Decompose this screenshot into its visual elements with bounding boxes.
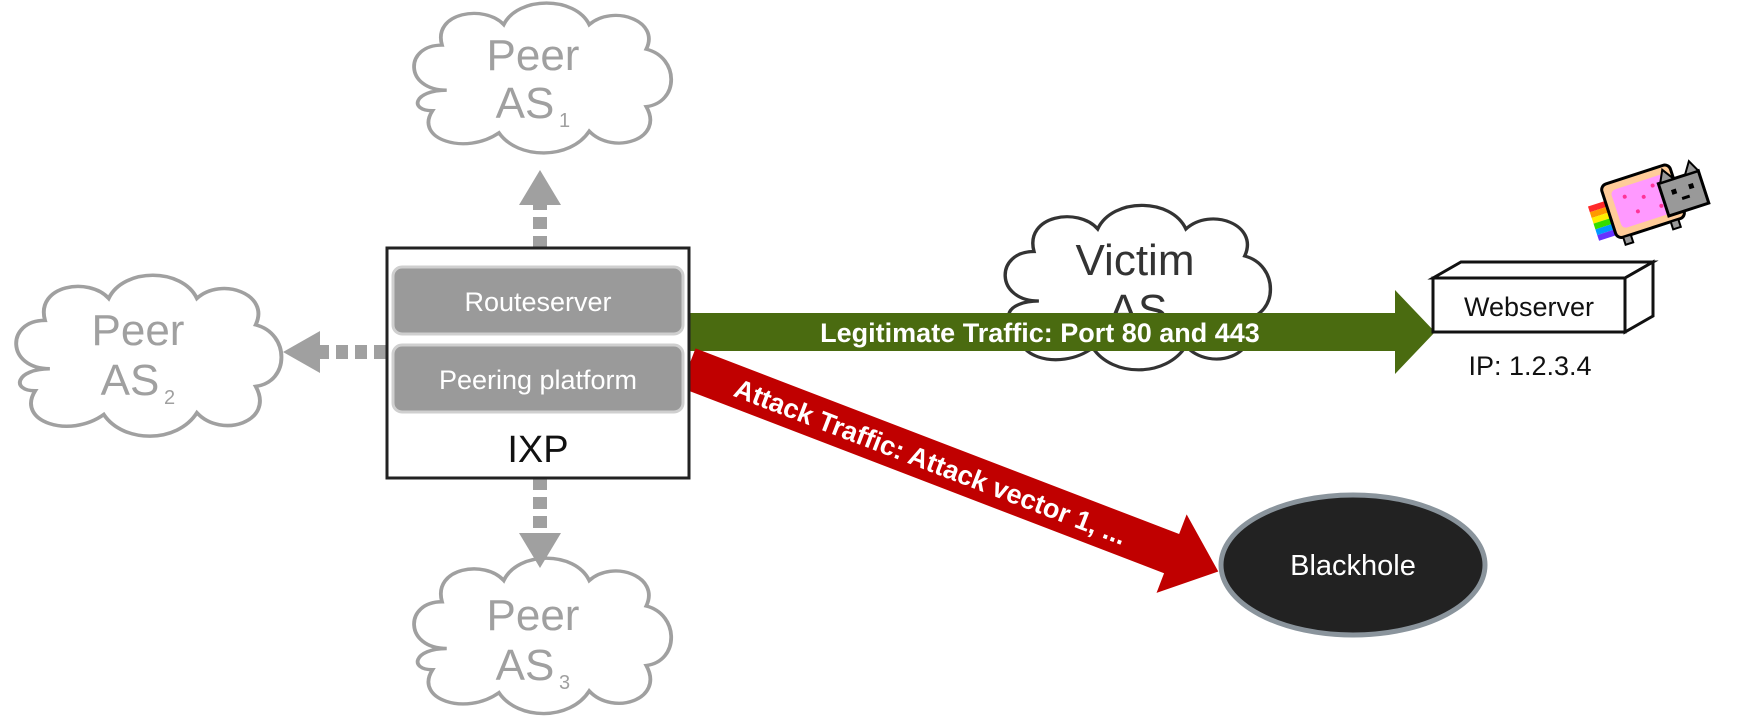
legitimate-traffic-arrow: Legitimate Traffic: Port 80 and 443 — [688, 290, 1435, 374]
ixp-label: IXP — [507, 429, 568, 471]
webserver-ip: IP: 1.2.3.4 — [1468, 351, 1591, 381]
routeserver-box: Routeserver — [391, 265, 685, 336]
peer-as2-line2: AS — [101, 356, 160, 405]
peer-as1-cloud: Peer AS 1 — [412, 1, 674, 155]
peer-as1-subscript: 1 — [559, 110, 570, 132]
peering-platform-label: Peering platform — [439, 365, 637, 395]
attack-traffic-arrow: Attack Traffic: Attack vector 1, ... — [680, 348, 1219, 593]
webserver-box: Webserver IP: 1.2.3.4 — [1427, 259, 1659, 381]
peer-as3-line1: Peer — [487, 591, 580, 640]
peer-as1-line2: AS — [496, 79, 555, 128]
peer-as3-line2: AS — [496, 641, 555, 690]
peer-as1-line1: Peer — [487, 31, 580, 80]
peer-as3-subscript: 3 — [559, 672, 570, 694]
arrow-to-peer-as3 — [519, 478, 561, 568]
arrow-to-peer-as2 — [283, 331, 386, 373]
peering-platform-box: Peering platform — [391, 343, 685, 414]
nyan-cat-icon — [1587, 159, 1711, 247]
blackhole-label: Blackhole — [1290, 550, 1416, 582]
legitimate-traffic-label: Legitimate Traffic: Port 80 and 443 — [820, 318, 1260, 348]
routeserver-label: Routeserver — [464, 287, 611, 317]
peer-as2-line1: Peer — [92, 306, 185, 355]
peer-as3-cloud: Peer AS 3 — [412, 556, 674, 716]
ixp-box: Routeserver Peering platform IXP — [385, 246, 691, 480]
attack-traffic-label: Attack Traffic: Attack vector 1, ... — [730, 373, 1131, 551]
victim-line1: Victim — [1076, 236, 1195, 285]
peer-as2-subscript: 2 — [164, 387, 175, 409]
webserver-label: Webserver — [1464, 292, 1594, 322]
arrow-to-peer-as1 — [519, 170, 561, 248]
blackhole: Blackhole — [1218, 492, 1488, 638]
peer-as2-cloud: Peer AS 2 — [14, 273, 284, 439]
